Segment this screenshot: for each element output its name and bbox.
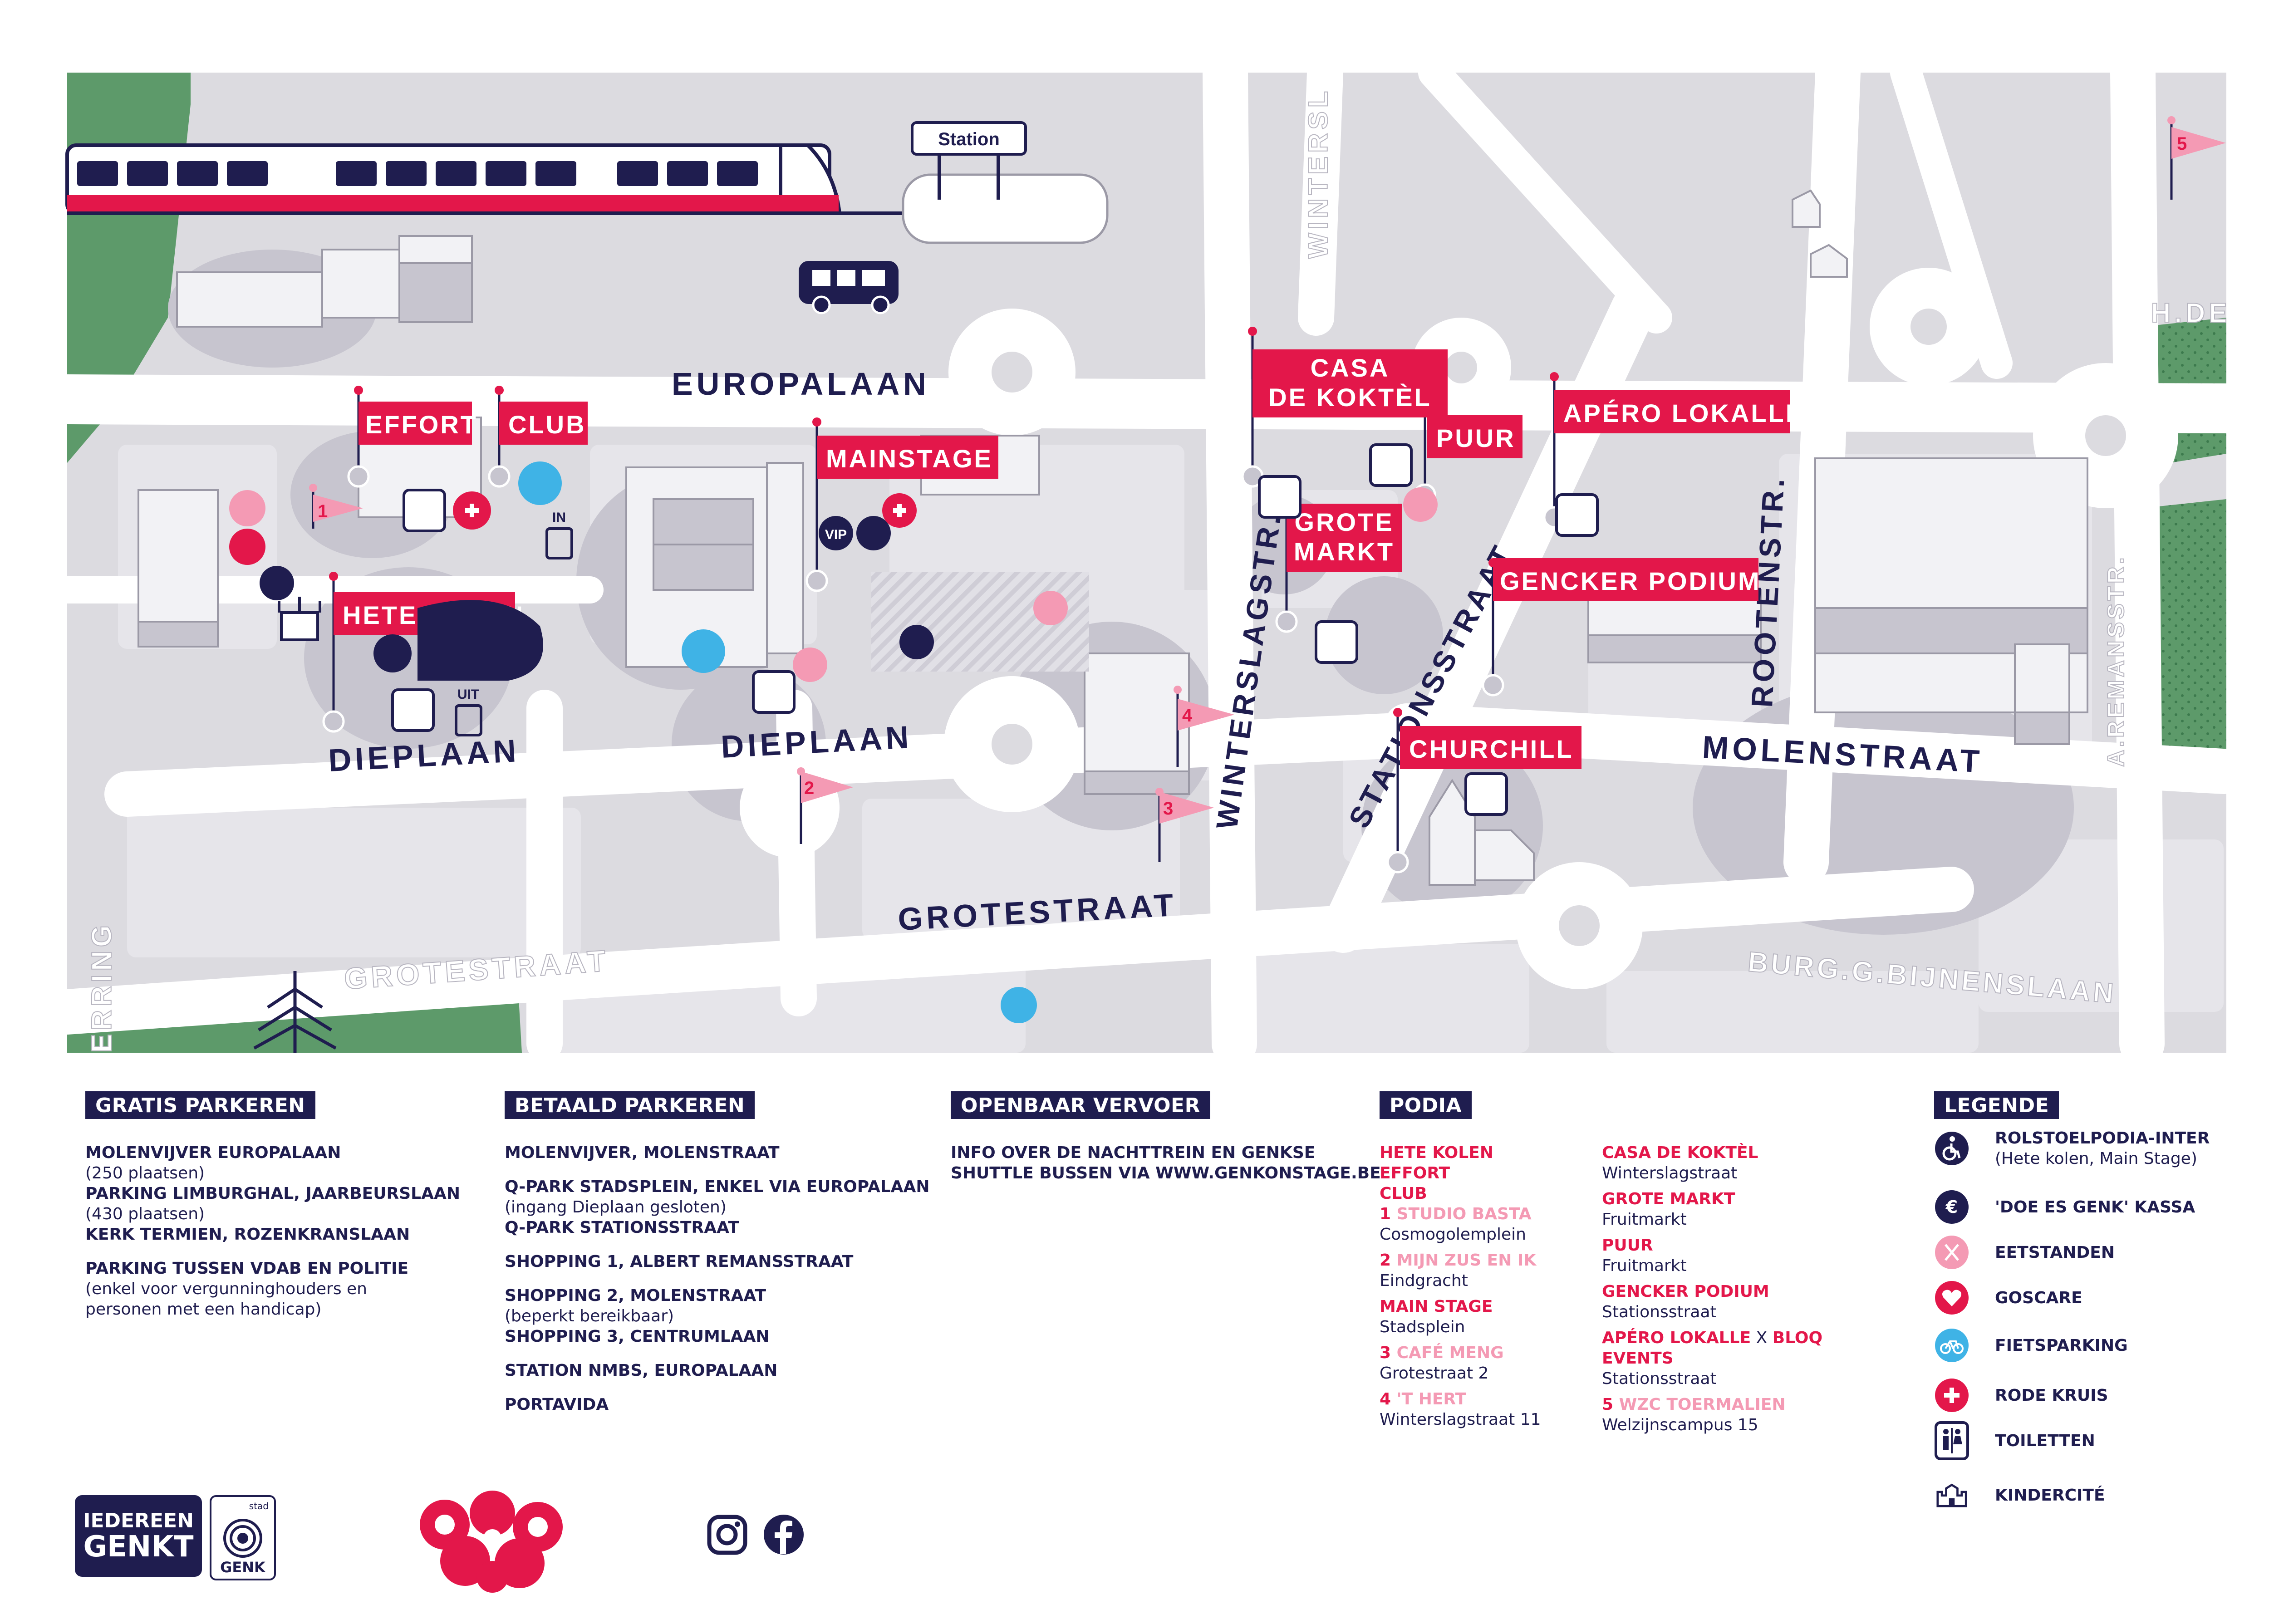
- vip-label: VIP: [825, 527, 847, 542]
- train-icon: [65, 143, 903, 215]
- entrance-label: IN: [552, 510, 566, 525]
- svg-text:3: 3: [1163, 799, 1173, 819]
- flag-2: 2: [797, 767, 853, 844]
- building-mainstage: [625, 435, 1040, 668]
- park-right: [2142, 499, 2226, 771]
- street-hde: H.DE: [2151, 298, 2230, 328]
- stage-casa-de-koktel: CASA DE KOKTÈL: [1248, 327, 1448, 476]
- flag-5: 5: [2167, 116, 2226, 200]
- toilet-icons: [391, 443, 1599, 816]
- tree-icon: [253, 971, 337, 1053]
- svg-text:EFFORT: EFFORT: [365, 410, 478, 439]
- stage-apero-lokalle: APÉRO LOKALLE: [1550, 372, 1804, 517]
- stage-effort: EFFORT: [354, 386, 478, 476]
- vip-icon: [819, 516, 853, 550]
- svg-text:5: 5: [2177, 134, 2187, 154]
- station-label: Station: [938, 129, 1000, 149]
- street-remansstr: A.REMANSSTR.: [2103, 554, 2129, 767]
- svg-text:GENCKER PODIUM: GENCKER PODIUM: [1500, 567, 1761, 595]
- flag-1: 1: [309, 484, 363, 529]
- street-winterslag-grey: WINTERSL: [1303, 88, 1333, 259]
- entrance-icon: [545, 527, 573, 559]
- exit-label: UIT: [457, 687, 479, 702]
- building-center: [1084, 653, 1190, 795]
- stage-club: CLUB: [495, 386, 588, 476]
- flag-3: 3: [1155, 788, 1214, 862]
- svg-text:1: 1: [318, 501, 328, 521]
- svg-text:GROTE: GROTE: [1294, 508, 1394, 536]
- svg-text:CASA: CASA: [1311, 353, 1390, 382]
- small-houses: [1792, 189, 1848, 278]
- svg-text:MARKT: MARKT: [1294, 537, 1395, 566]
- wheelchair-icons: [373, 516, 891, 672]
- bicycle-icons: [518, 461, 1037, 1023]
- station-building: Station: [902, 121, 1109, 244]
- svg-text:MAINSTAGE: MAINSTAGE: [826, 444, 993, 473]
- stage-mainstage: MAINSTAGE: [812, 417, 998, 581]
- stage-puur: PUUR: [1420, 408, 1522, 495]
- street-erring: ERRING: [86, 922, 118, 1053]
- exit-icon: [455, 704, 482, 736]
- heart-icon-map: [229, 529, 265, 565]
- svg-text:4: 4: [1182, 706, 1193, 726]
- street-europalaan: EUROPALAAN: [672, 366, 930, 402]
- svg-text:CHURCHILL: CHURCHILL: [1409, 735, 1574, 763]
- flag-4: 4: [1174, 686, 1234, 767]
- church: [1429, 779, 1535, 886]
- castle-icon-map: [278, 597, 321, 641]
- building-top-left: [176, 235, 473, 328]
- food-stand-icons: [229, 487, 1438, 682]
- svg-text:PUUR: PUUR: [1436, 424, 1516, 452]
- stage-churchill: CHURCHILL: [1393, 708, 1581, 862]
- svg-text:2: 2: [804, 778, 814, 798]
- stage-grote-markt: GROTE MARKT: [1282, 495, 1402, 622]
- svg-text:DE KOKTÈL: DE KOKTÈL: [1268, 383, 1432, 412]
- stage-gencker-podium: GENCKER PODIUM: [1488, 558, 1761, 685]
- bus-icon: [799, 261, 899, 314]
- building-left: [138, 489, 219, 648]
- hete-kolen-area: [417, 600, 543, 681]
- svg-text:APÉRO LOKALLE: APÉRO LOKALLE: [1563, 399, 1804, 427]
- svg-text:CLUB: CLUB: [508, 410, 586, 439]
- euro-icons: [260, 566, 934, 659]
- building-large-right: [1814, 457, 2088, 745]
- red-cross-icons: [453, 491, 917, 530]
